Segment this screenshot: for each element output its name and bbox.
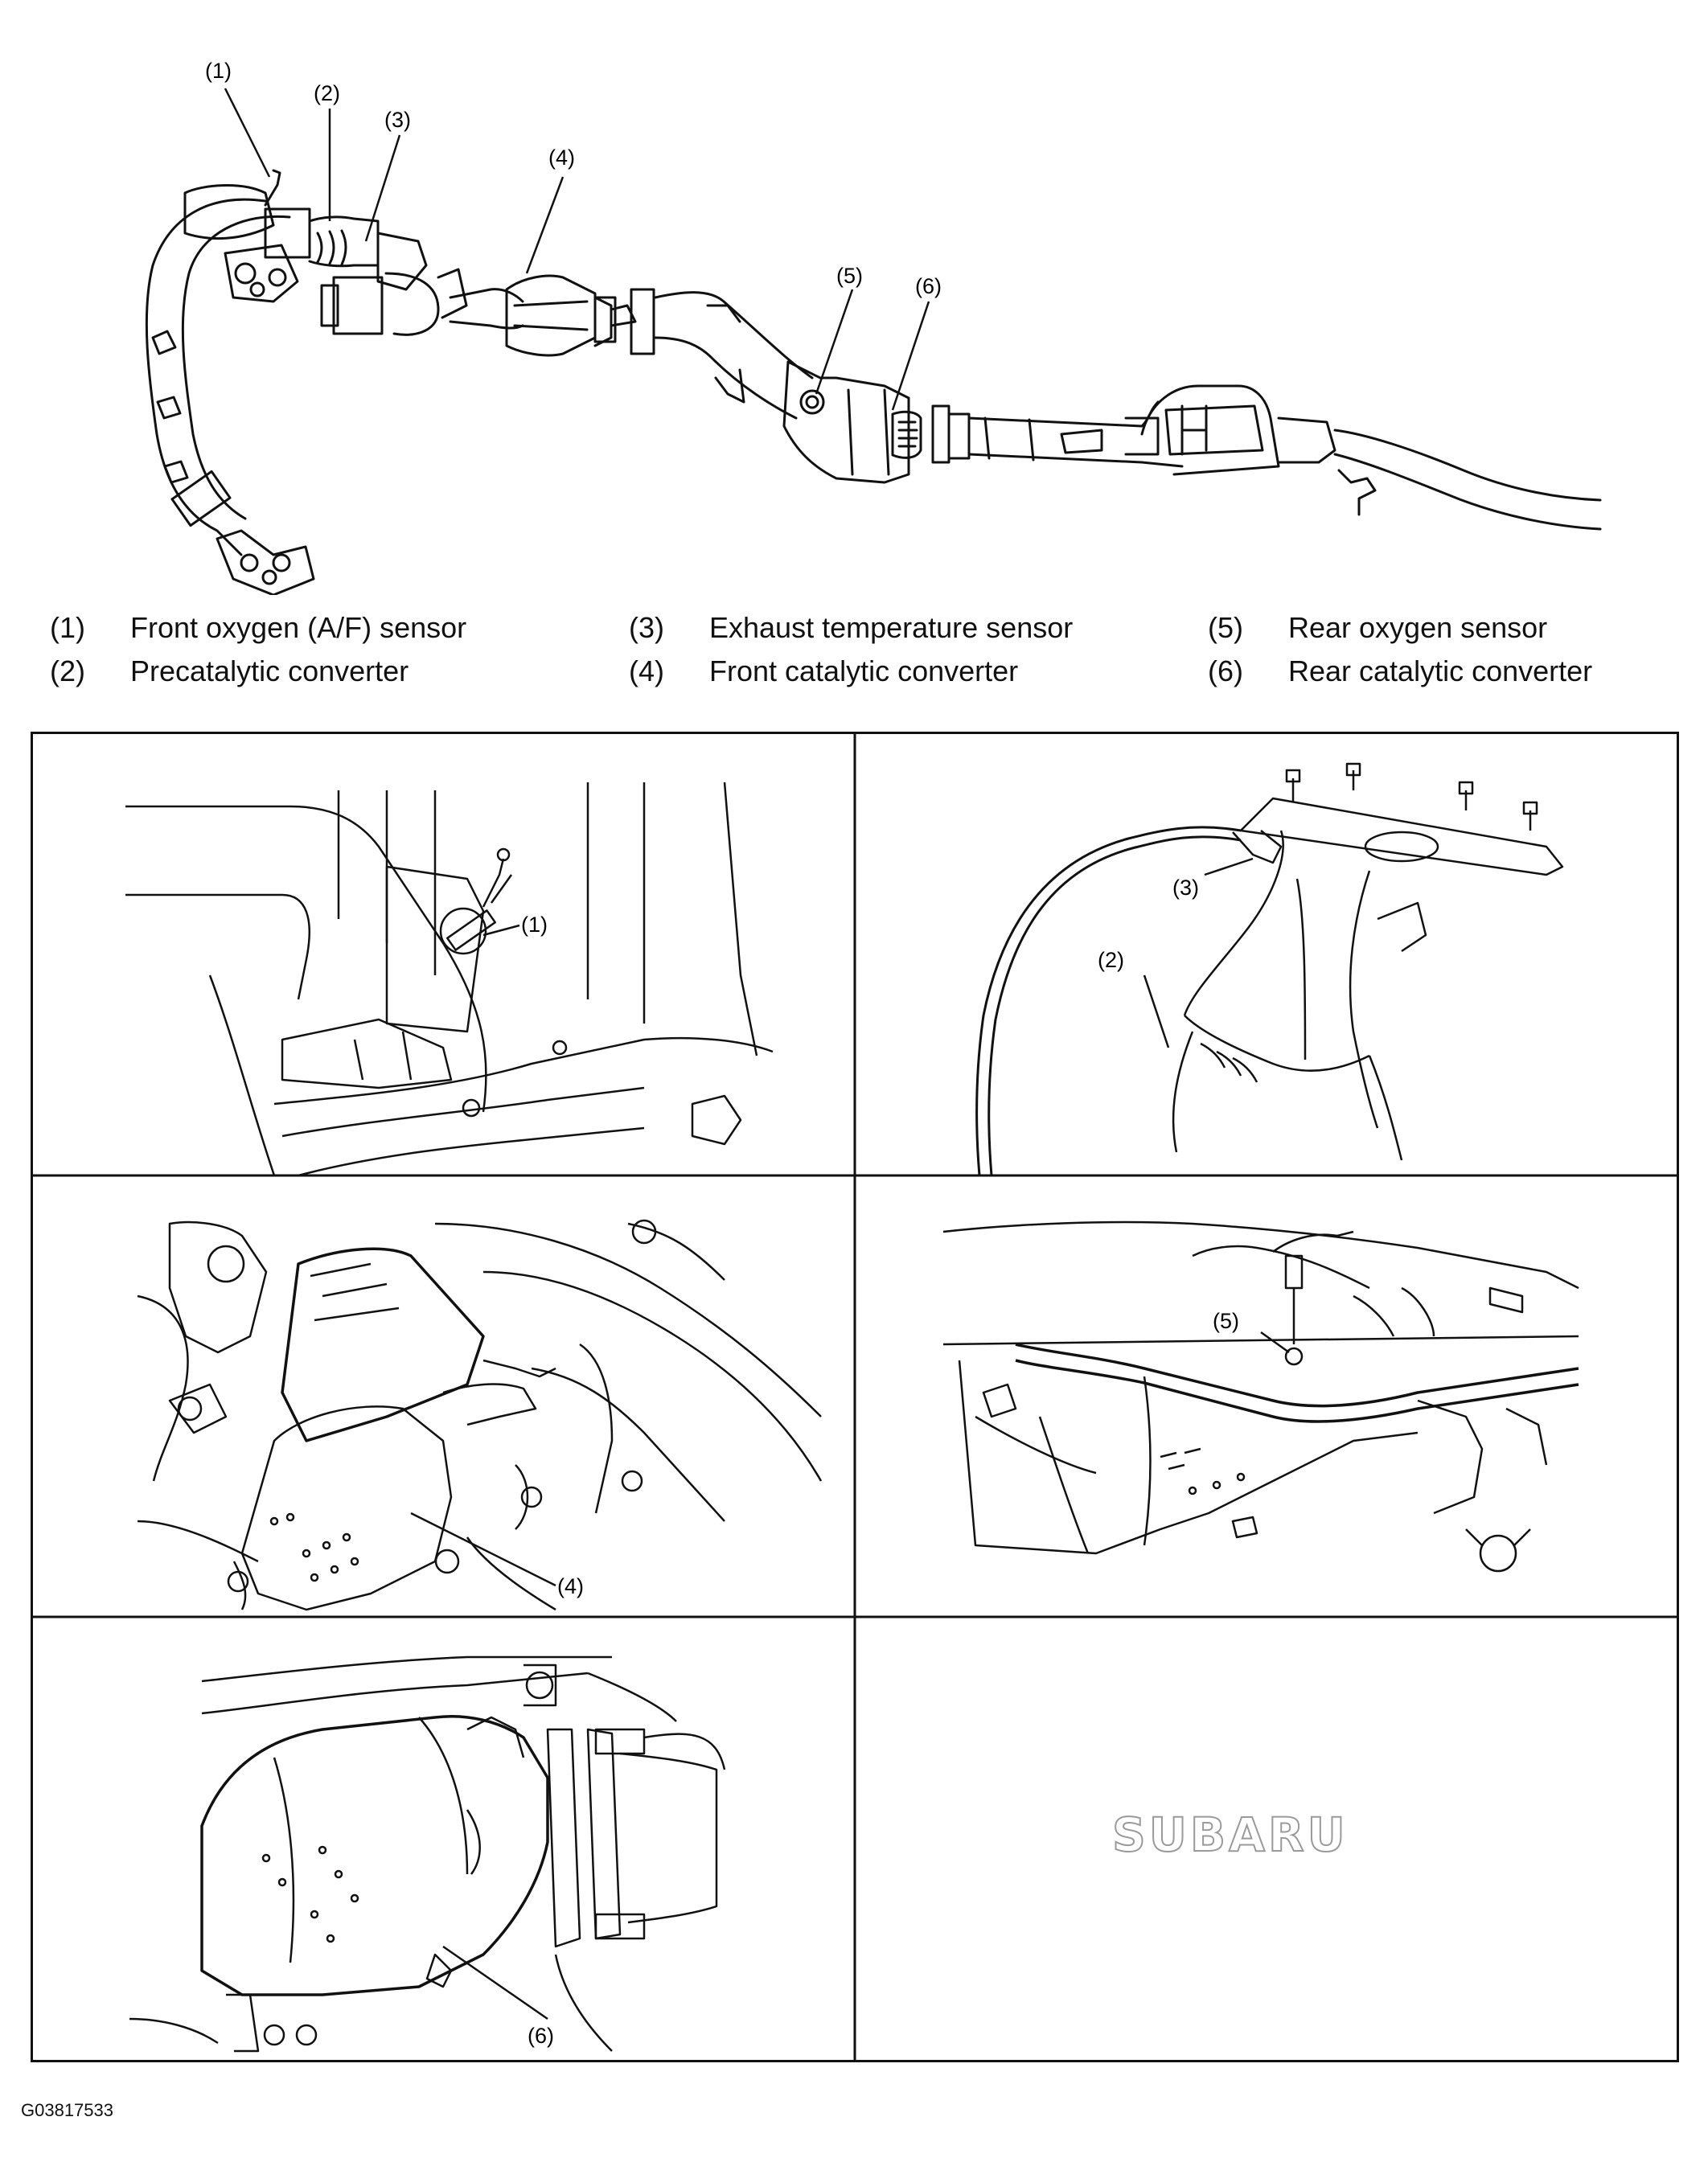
panel-front-oxygen-sensor: (1)	[33, 734, 855, 1175]
panel5-callout-6: (6)	[528, 2024, 554, 2048]
panel4-callout-5: (5)	[1213, 1309, 1239, 1333]
panel3-callout-4: (4)	[557, 1574, 584, 1598]
panel2-callout-3: (3)	[1172, 876, 1199, 900]
subaru-logo: SUBARU	[1111, 1807, 1349, 1863]
panel-rear-oxygen-sensor: (5)	[855, 1175, 1677, 1617]
panel-exhaust-temperature-sensor: (3) (2)	[855, 734, 1677, 1175]
exhaust-system-overview: (1) (2) (3) (4) (5) (6)	[0, 59, 1708, 595]
panel2-callout-2: (2)	[1098, 948, 1124, 972]
overview-callout-4: (4)	[548, 146, 575, 170]
overview-callout-5: (5)	[836, 264, 863, 288]
detail-panel-grid: (1) (3)	[31, 732, 1679, 2062]
panel1-callout-1: (1)	[521, 913, 548, 937]
grid-dividers	[33, 734, 1677, 2060]
overview-callout-2: (2)	[314, 81, 340, 105]
parts-legend: (1) Front oxygen (A/F) sensor (2) Precat…	[50, 611, 1593, 687]
panel-rear-catalytic-converter: (6)	[33, 1617, 855, 2058]
overview-callout-3: (3)	[384, 108, 411, 132]
panel-logo: SUBARU	[855, 1617, 1677, 2058]
figure-id: G03817533	[21, 2100, 113, 2120]
overview-callout-6: (6)	[915, 274, 942, 298]
overview-callout-1: (1)	[205, 59, 232, 83]
panel-front-catalytic-converter: (4)	[33, 1175, 855, 1617]
